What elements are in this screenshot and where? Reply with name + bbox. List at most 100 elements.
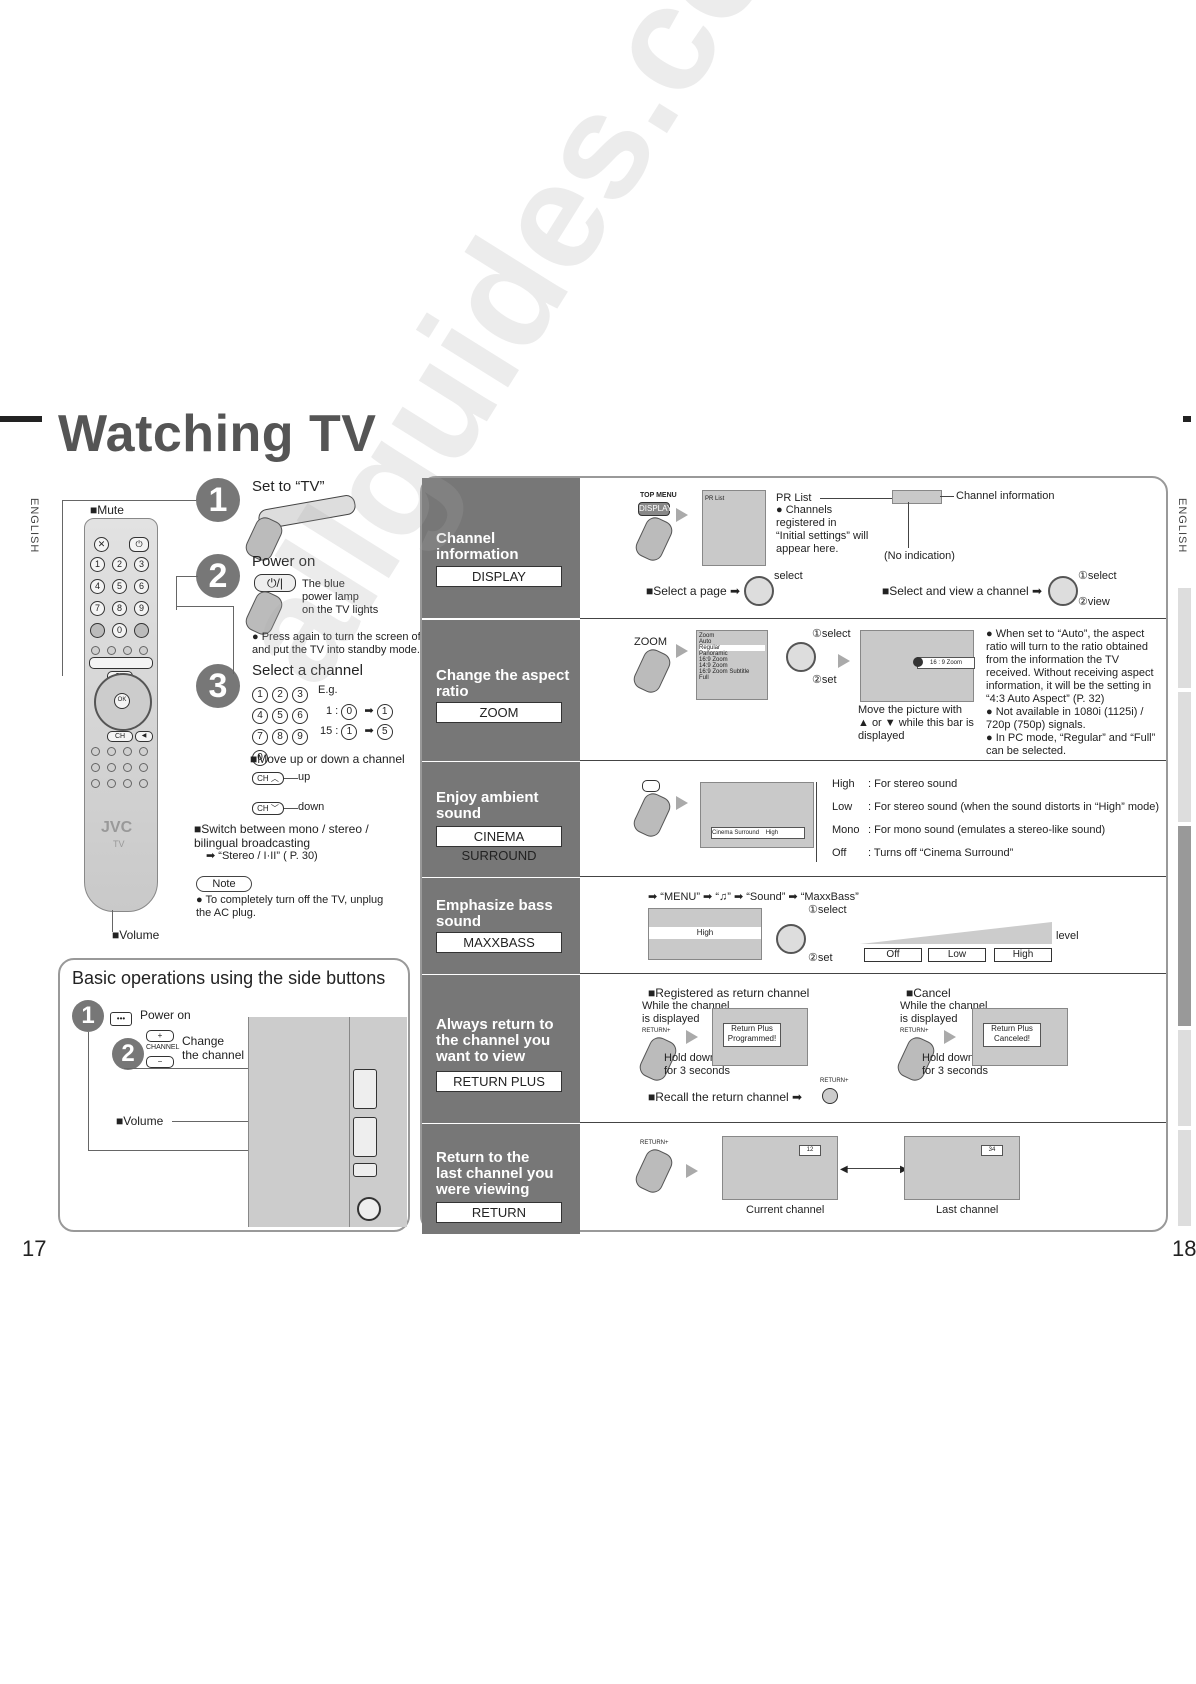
zoom-item-regular[interactable]: Regular: [699, 645, 765, 651]
pr-list-label: PR List: [776, 492, 812, 504]
num-9-button[interactable]: 9: [134, 601, 149, 616]
select-label: select: [774, 570, 803, 582]
navigation-dpad[interactable]: OK: [94, 673, 152, 731]
power-button-illustration[interactable]: ⏻/|: [254, 574, 296, 592]
side-channel-down-button[interactable]: −: [146, 1056, 174, 1068]
last-channel-screen: 34: [904, 1136, 1020, 1200]
section-title: Always return to the channel you want to…: [436, 1016, 554, 1065]
ok-ring-icon[interactable]: [1048, 576, 1078, 606]
volume-label: Volume: [119, 928, 160, 942]
volume-marker: ■Volume: [112, 928, 160, 942]
func-button[interactable]: [91, 763, 100, 772]
side-tab-1: [1178, 588, 1191, 688]
num-3-button[interactable]: 3: [134, 557, 149, 572]
func-button[interactable]: [139, 779, 148, 788]
zoom-move-note: Move the picture with ▲ or ▼ while this …: [858, 704, 974, 742]
surround-key-icon[interactable]: [642, 780, 660, 792]
side-channel-rocker[interactable]: [353, 1069, 377, 1109]
func-button[interactable]: [91, 747, 100, 756]
hand-pointer-icon: [632, 514, 676, 564]
arrow-icon: [676, 508, 688, 522]
func-button[interactable]: [139, 747, 148, 756]
no-indication-label: (No indication): [884, 550, 955, 562]
ch-up-key[interactable]: CH ︿: [252, 772, 284, 785]
maxxbass-button-label: MAXXBASS: [436, 932, 562, 953]
zoom-preview-screen: 16 : 9 Zoom: [860, 630, 975, 702]
num-6-button[interactable]: 6: [134, 579, 149, 594]
num-7-button[interactable]: 7: [90, 601, 105, 616]
example-row-1: 1 : 0 ➡ 1: [326, 704, 397, 720]
hold-down-1: Hold down for 3 seconds: [664, 1052, 731, 1077]
ch-down-key[interactable]: CH ﹀: [252, 802, 284, 815]
surround-level-high: High: [832, 778, 855, 790]
section-title: Channel information: [436, 530, 519, 563]
func-button[interactable]: [123, 646, 132, 655]
level-off: Off: [864, 948, 922, 962]
zoom-item-14-9[interactable]: 14:9 Zoom: [699, 663, 728, 669]
basic-volume-marker: ■Volume: [116, 1114, 164, 1128]
side-power-key[interactable]: [353, 1163, 377, 1177]
side-tab-2: [1178, 692, 1191, 822]
zoom-item-auto[interactable]: Auto: [699, 639, 712, 645]
func-button[interactable]: [107, 763, 116, 772]
basic-power-on: Power on: [140, 1008, 191, 1022]
func-button[interactable]: [107, 747, 116, 756]
func-button[interactable]: [91, 646, 100, 655]
zoom-item-panoramic[interactable]: Panoramic: [699, 651, 728, 657]
zoom-item-subtitle[interactable]: 16:9 Zoom Subtitle: [699, 669, 750, 675]
back-button[interactable]: ◀: [135, 731, 153, 742]
arrow-icon: [838, 654, 850, 668]
step-1-circle: 1: [196, 478, 240, 522]
registered-heading: ■Registered as return channel: [648, 986, 810, 1000]
up-leader: [284, 778, 298, 779]
func-button[interactable]: [91, 779, 100, 788]
page-number-left: 17: [22, 1236, 47, 1261]
num-5-button[interactable]: 5: [112, 579, 127, 594]
remote-control: ✕ ⏻ 1 2 3 4 5 6 7 8 9 0 CH OK CH ◀ JVC T…: [84, 518, 158, 912]
press-again-text: Press again to turn the screen off and p…: [252, 631, 424, 656]
ok-button[interactable]: OK: [114, 693, 130, 709]
zoom-bullet-3: ● In PC mode, “Regular” and “Full” can b…: [986, 732, 1156, 757]
num-2-button[interactable]: 2: [112, 557, 127, 572]
channel-info-bar: [892, 490, 942, 504]
side-volume-rocker[interactable]: [353, 1117, 377, 1157]
num-4-button[interactable]: 4: [90, 579, 105, 594]
mute-button[interactable]: ✕: [94, 537, 109, 552]
func-button[interactable]: [123, 779, 132, 788]
zoom-item-16-9[interactable]: 16:9 Zoom: [699, 657, 728, 663]
return-plus-key[interactable]: [822, 1088, 838, 1104]
side-channel-up-button[interactable]: +: [146, 1030, 174, 1042]
zoom-bullet-3-text: In PC mode, “Regular” and “Full” can be …: [986, 732, 1156, 757]
surround-desc-mono: : For mono sound (emulates a stereo-like…: [868, 824, 1106, 836]
num-8-button[interactable]: 8: [112, 601, 127, 616]
note-text: ● To completely turn off the TV, unplug …: [196, 894, 384, 919]
display-key[interactable]: DISPLAY: [638, 502, 672, 516]
return-plus-key-label: RETURN+: [642, 1028, 671, 1034]
side-power-button[interactable]: •••: [110, 1012, 132, 1026]
channel-down-button[interactable]: CH: [107, 731, 133, 742]
pr-list-arrow-line: [820, 498, 892, 499]
num-1-button[interactable]: 1: [90, 557, 105, 572]
num-0-button[interactable]: 0: [112, 623, 127, 638]
func-button[interactable]: [139, 646, 148, 655]
func-button[interactable]: [107, 779, 116, 788]
ok-ring-icon[interactable]: [786, 642, 816, 672]
mode-selector-switch[interactable]: [89, 657, 153, 669]
extra-left-button[interactable]: [90, 623, 105, 638]
step-2-leader: [176, 576, 198, 577]
extra-right-button[interactable]: [134, 623, 149, 638]
func-button[interactable]: [107, 646, 116, 655]
surround-screen: Cinema Surround High: [700, 782, 814, 848]
last-channel-badge: 34: [981, 1145, 1003, 1156]
surround-bar-label: Cinema Surround: [712, 830, 760, 836]
power-button[interactable]: ⏻: [129, 537, 149, 552]
navigation-ring-icon[interactable]: [744, 576, 774, 606]
switch-ref-text: “Stereo / I·II” ( P. 30): [218, 850, 318, 862]
func-button[interactable]: [139, 763, 148, 772]
ok-ring-icon[interactable]: [776, 924, 806, 954]
func-button[interactable]: [123, 763, 132, 772]
zoom-item-full[interactable]: Full: [699, 675, 709, 681]
maxxbass-bar: High: [649, 927, 761, 939]
section-divider: [580, 973, 1166, 974]
func-button[interactable]: [123, 747, 132, 756]
